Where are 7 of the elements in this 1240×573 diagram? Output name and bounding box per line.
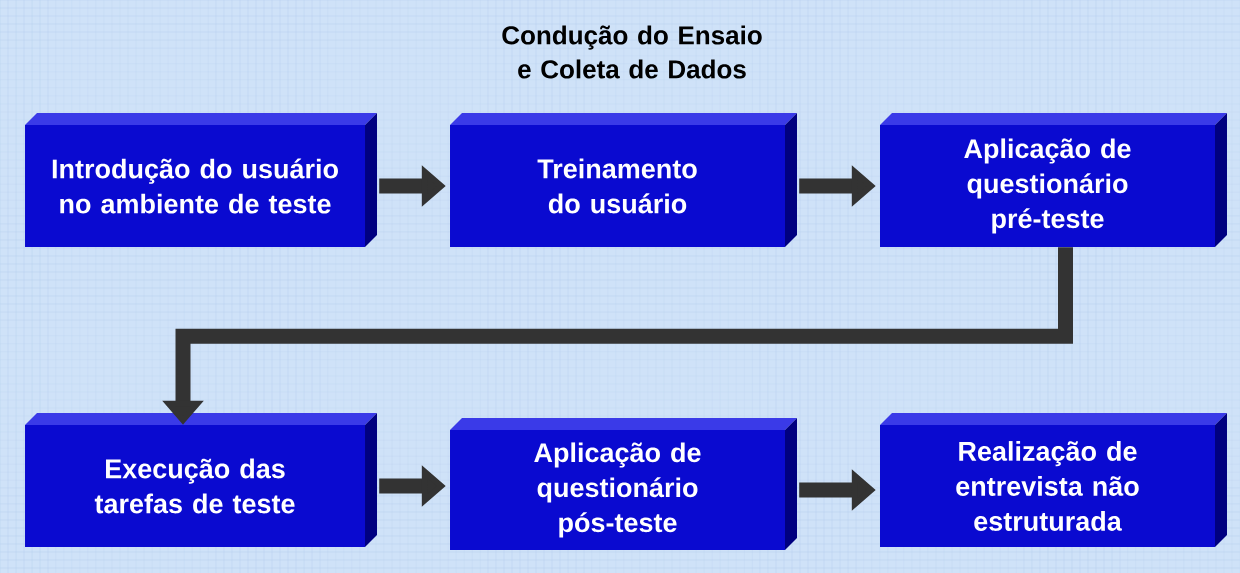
- process-box: Aplicação de questionário pré-teste: [880, 113, 1227, 247]
- process-box: Introdução do usuário no ambiente de teste: [25, 113, 377, 247]
- process-box: Aplicação de questionário pós-teste: [450, 418, 797, 550]
- process-box: Treinamento do usuário: [450, 113, 797, 247]
- title: Condução do Ensaio e Coleta de Dados: [502, 25, 762, 79]
- process-box: Execução das tarefas de teste: [25, 413, 377, 547]
- process-box: Realização de entrevista não estruturada: [880, 413, 1227, 547]
